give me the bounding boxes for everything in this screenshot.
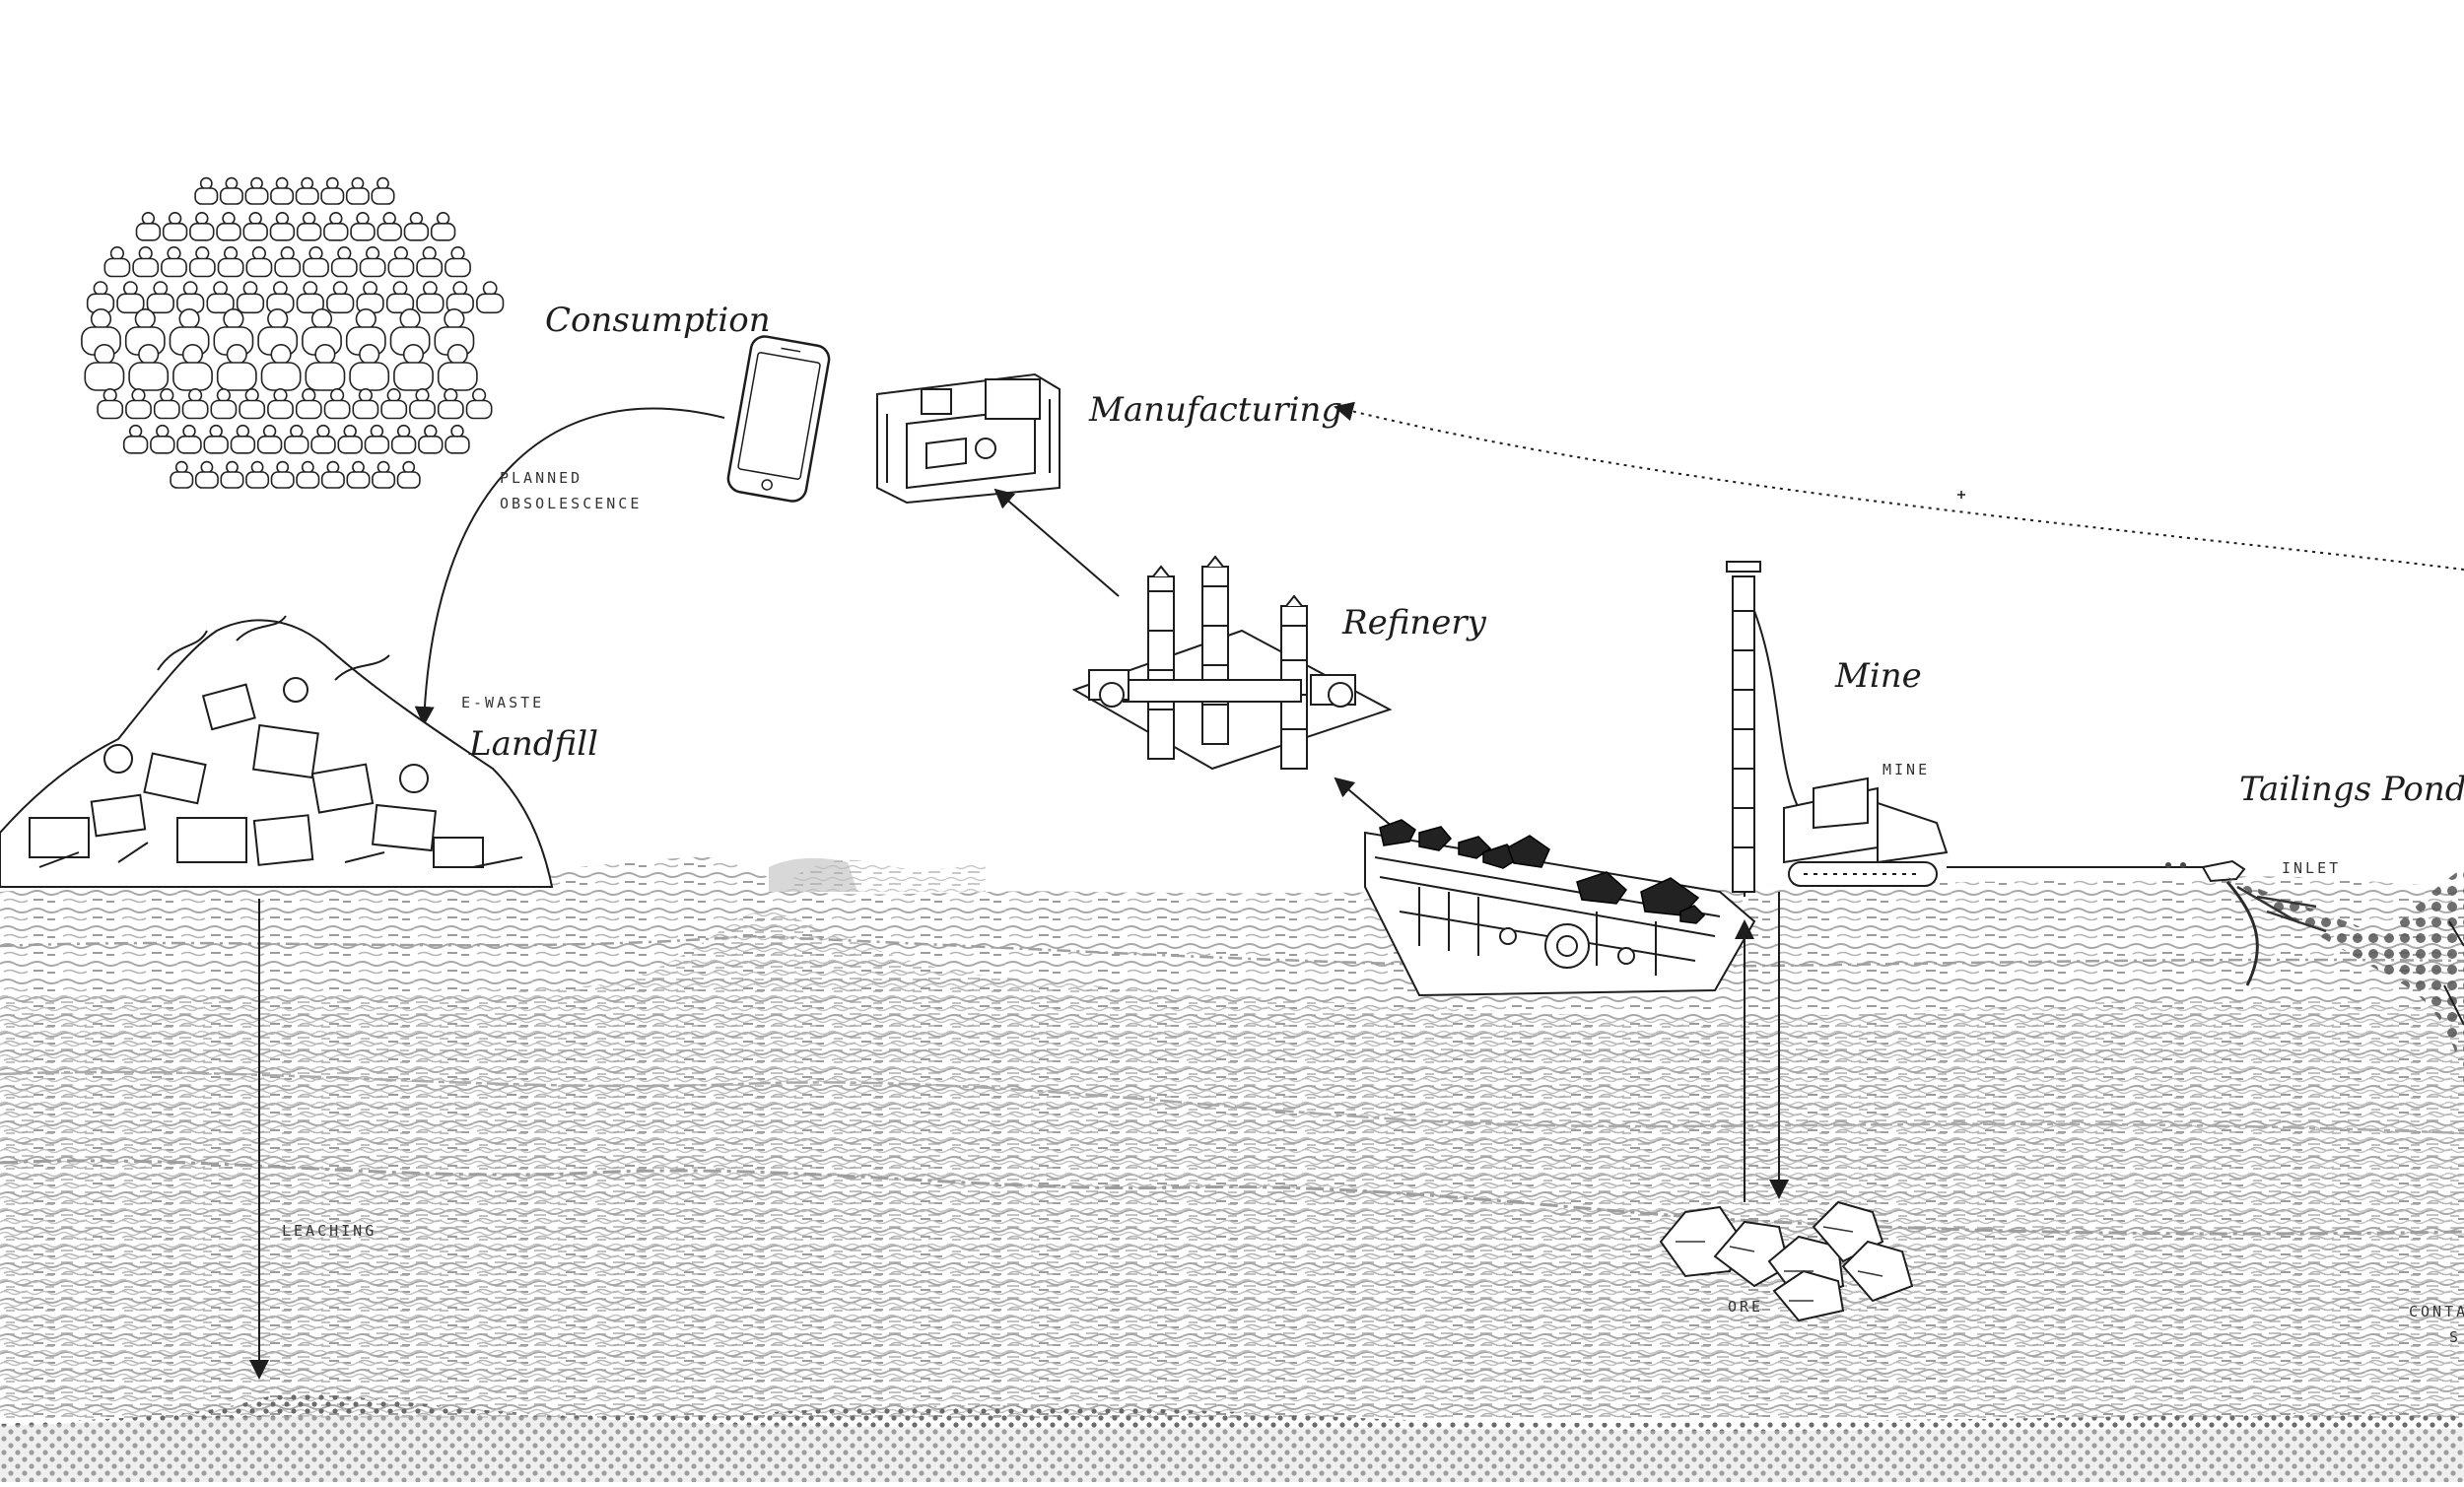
phone-assembly-icon [876, 372, 1061, 505]
refinery-columns-icon [1071, 555, 1393, 771]
stage-label-consumption: Consumption [545, 301, 771, 340]
crowd-cluster-icon [81, 176, 505, 489]
annotation-conta-partial: CONTA [2409, 1303, 2464, 1320]
stage-label-tailings-pond: Tailings Pond [2239, 770, 2464, 809]
planned-obsolescence-arrow [414, 407, 725, 726]
mine-to-refinery-arrow [1334, 777, 1401, 834]
bedrock-dots [0, 1393, 2464, 1482]
ore-conveyor-icon [1364, 831, 1756, 997]
recycling-dotted-arrow [1334, 401, 2464, 571]
stage-label-mine: Mine [1835, 656, 1922, 696]
smartphone-icon [726, 335, 831, 503]
drill-rig-icon [1726, 561, 1949, 897]
annotation-ore: ORE [1728, 1298, 1764, 1316]
annotation-planned-obsolescence: PLANNED OBSOLESCENCE [500, 465, 642, 516]
stage-label-manufacturing: Manufacturing [1089, 390, 1343, 430]
annotation-s-partial: S [2449, 1328, 2462, 1346]
annotation-planned-line1: PLANNED [500, 469, 583, 487]
ground-strata [0, 856, 2464, 1419]
stage-label-refinery: Refinery [1342, 603, 1486, 642]
stage-label-landfill: Landfill [469, 724, 598, 764]
annotation-e-waste: E-WASTE [461, 694, 545, 711]
e-waste-pile-icon [0, 615, 554, 888]
annotation-planned-line2: OBSOLESCENCE [500, 495, 643, 512]
annotation-mine: MINE [1882, 761, 1931, 778]
tailings-spill [2225, 867, 2464, 1084]
refinery-to-manufacturing-arrow [993, 488, 1120, 597]
annotation-inlet: INLET [2282, 859, 2342, 877]
annotation-leaching: LEACHING [282, 1222, 377, 1240]
ore-chunks [1379, 819, 1706, 924]
ore-rocks-icon [1659, 1200, 1914, 1322]
